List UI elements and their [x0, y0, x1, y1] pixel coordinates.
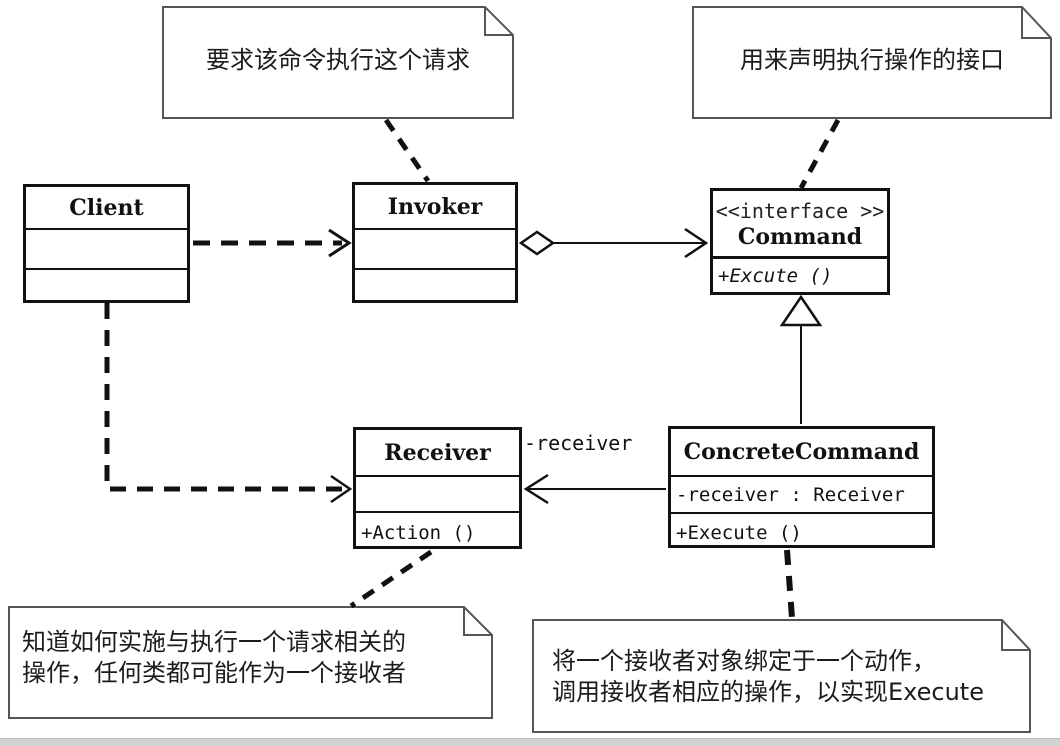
- class-invoker-attributes: [355, 228, 515, 268]
- class-client-attributes: [26, 228, 187, 268]
- class-client-name: Client: [69, 194, 144, 221]
- class-command-name: Command: [737, 223, 863, 250]
- class-receiver-method: +Action (): [356, 511, 519, 552]
- note-receiver-text-line1: 知道如何实施与执行一个请求相关的: [22, 628, 406, 656]
- bottom-scroll-strip: [0, 738, 1060, 746]
- realization-triangle: [779, 294, 823, 327]
- class-receiver: Receiver +Action (): [353, 427, 522, 549]
- class-concrete-command-method: +Execute (): [671, 512, 932, 551]
- aggregation-diamond: [518, 230, 556, 256]
- note-receiver-text-line2: 操作，任何类都可能作为一个接收者: [22, 659, 406, 687]
- note-connector-command: [798, 118, 841, 190]
- note-concrete-command-text-line1: 将一个接收者对象绑定于一个动作，: [552, 647, 936, 675]
- association-concrete-receiver-arrowhead: [523, 473, 549, 505]
- note-invoker-shape: [162, 6, 514, 119]
- note-connector-receiver: [349, 549, 433, 609]
- note-receiver-text: 知道如何实施与执行一个请求相关的 操作，任何类都可能作为一个接收者: [22, 627, 484, 689]
- aggregation-arrowhead: [684, 227, 709, 259]
- class-command: <<interface >> Command +Excute (): [710, 188, 890, 295]
- note-concrete-command-text-line2: 调用接收者相应的操作，以实现Execute: [552, 678, 984, 706]
- association-role-label: -receiver: [524, 431, 633, 455]
- class-receiver-attributes: [356, 475, 519, 511]
- class-invoker-name: Invoker: [387, 193, 483, 220]
- note-concrete-command-text: 将一个接收者对象绑定于一个动作， 调用接收者相应的操作，以实现Execute: [552, 646, 1022, 708]
- dependency-client-invoker-arrowhead: [328, 228, 352, 258]
- class-command-method: +Excute (): [713, 256, 887, 292]
- class-invoker-methods: [355, 268, 515, 306]
- note-command-text: 用来声明执行操作的接口: [740, 46, 1004, 74]
- note-connector-invoker: [383, 118, 431, 183]
- dependency-client-receiver-arrowhead: [330, 474, 353, 504]
- class-client: Client: [23, 184, 190, 303]
- class-invoker: Invoker: [352, 182, 518, 303]
- class-receiver-name: Receiver: [384, 439, 491, 466]
- dependency-client-receiver-line: [104, 303, 343, 492]
- class-concrete-command-name: ConcreteCommand: [683, 439, 920, 465]
- note-connector-concrete-command: [784, 549, 795, 619]
- class-client-methods: [26, 268, 187, 306]
- class-concrete-command-attribute: -receiver : Receiver: [671, 475, 932, 512]
- note-concrete-command-shape: [532, 619, 1031, 733]
- note-command-shape: [692, 6, 1052, 119]
- note-invoker-text: 要求该命令执行这个请求: [206, 46, 470, 74]
- note-receiver-shape: [8, 606, 493, 719]
- class-command-stereotype: <<interface >>: [715, 198, 885, 223]
- class-concrete-command: ConcreteCommand -receiver : Receiver +Ex…: [668, 426, 935, 548]
